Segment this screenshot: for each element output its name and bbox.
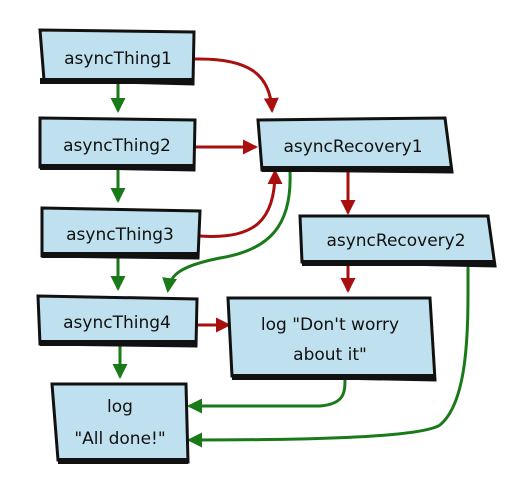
node-log-all-done: log "All done!" [50,382,190,464]
node-label-line2: "All done!" [74,429,165,449]
node-label: asyncRecovery1 [283,137,422,157]
node-label: asyncThing2 [63,136,171,156]
error-arrows [193,57,356,333]
node-shadow [262,166,452,172]
node-label: asyncRecovery2 [326,231,465,251]
node-log-dont-worry: log "Don't worry about it" [226,296,437,382]
node-shadow [40,78,193,84]
arrow-thing1-to-recovery1 [193,57,279,113]
node-label-line2: about it" [293,345,367,365]
node-shadow [40,340,196,346]
node-box [50,382,190,464]
node-asyncrecovery2: asyncRecovery2 [298,214,497,268]
node-shadow [58,458,188,464]
success-arrows [110,80,470,448]
node-label: asyncThing1 [64,49,172,69]
node-asyncthing1: asyncThing1 [38,28,196,86]
node-box [226,296,437,382]
arrow-recovery2-to-alldone [187,266,470,448]
node-label: asyncThing3 [66,225,174,245]
arrow-thing3-to-recovery1 [198,169,283,238]
node-label: asyncThing4 [63,313,171,333]
node-asyncthing4: asyncThing4 [36,294,199,348]
node-asyncrecovery1: asyncRecovery1 [256,116,454,174]
node-label-line1: log "Don't worry [261,315,399,335]
arrow-dontworry-to-alldone [187,376,347,414]
node-label-line1: log [107,397,133,417]
arrow-recovery1-to-thing4 [162,170,292,293]
node-shadow [232,374,435,380]
node-asyncthing2: asyncThing2 [38,116,197,172]
node-shadow [302,260,495,266]
node-asyncthing3: asyncThing3 [40,206,202,260]
node-shadow [42,252,198,258]
node-shadow [40,164,194,170]
